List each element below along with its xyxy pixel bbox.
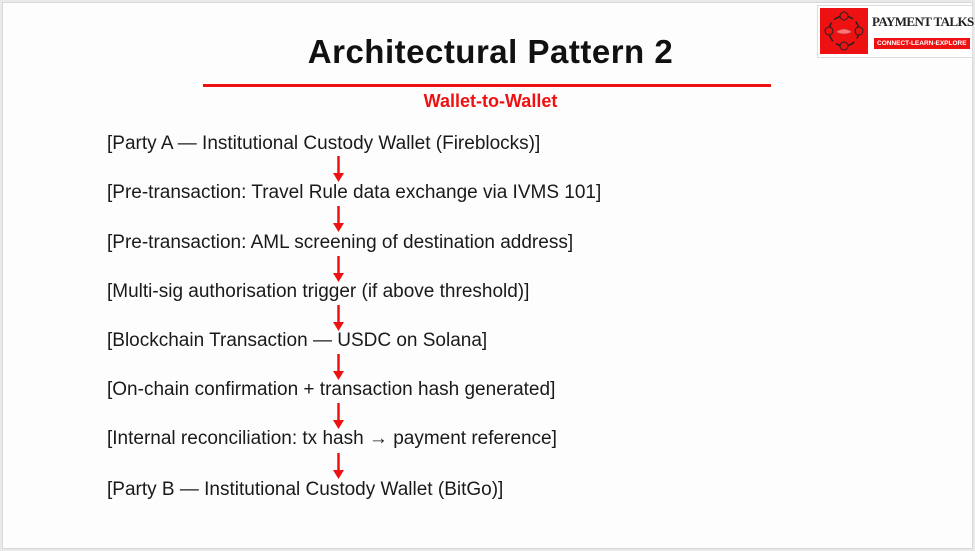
down-arrow-icon — [333, 206, 344, 232]
flow-step-onchain-confirmation: [On-chain confirmation + transaction has… — [107, 379, 556, 400]
slide-title: Architectural Pattern 2 — [307, 33, 674, 70]
flow-step-party-a: [Party A — Institutional Custody Wallet … — [107, 133, 541, 154]
down-arrow-icon — [333, 305, 344, 331]
logo-name: PAYMENT TALKS — [872, 14, 974, 29]
logo-tagline: CONNECT-LEARN-EXPLORE — [874, 38, 970, 49]
flow-step-travel-rule: [Pre-transaction: Travel Rule data excha… — [107, 182, 602, 203]
flow-step-blockchain-tx: [Blockchain Transaction — USDC on Solana… — [107, 330, 488, 351]
flow-step-party-b: [Party B — Institutional Custody Wallet … — [107, 479, 504, 500]
flow-step-multisig: [Multi-sig authorisation trigger (if abo… — [107, 281, 530, 302]
down-arrow-icon — [333, 156, 344, 182]
flow-step-aml-screening: [Pre-transaction: AML screening of desti… — [107, 232, 574, 253]
payment-talks-logo: PAYMENT TALKS CONNECT-LEARN-EXPLORE — [817, 5, 974, 58]
flow-step-reconciliation: [Internal reconciliation: tx hash → paym… — [107, 428, 557, 449]
down-arrow-icon — [333, 354, 344, 380]
handshake-currency-cycle-icon — [820, 8, 868, 54]
slide-subtitle: Wallet-to-Wallet — [423, 91, 558, 111]
down-arrow-icon — [333, 453, 344, 479]
down-arrow-icon — [333, 403, 344, 429]
down-arrow-icon — [333, 256, 344, 282]
title-underline — [203, 84, 771, 87]
